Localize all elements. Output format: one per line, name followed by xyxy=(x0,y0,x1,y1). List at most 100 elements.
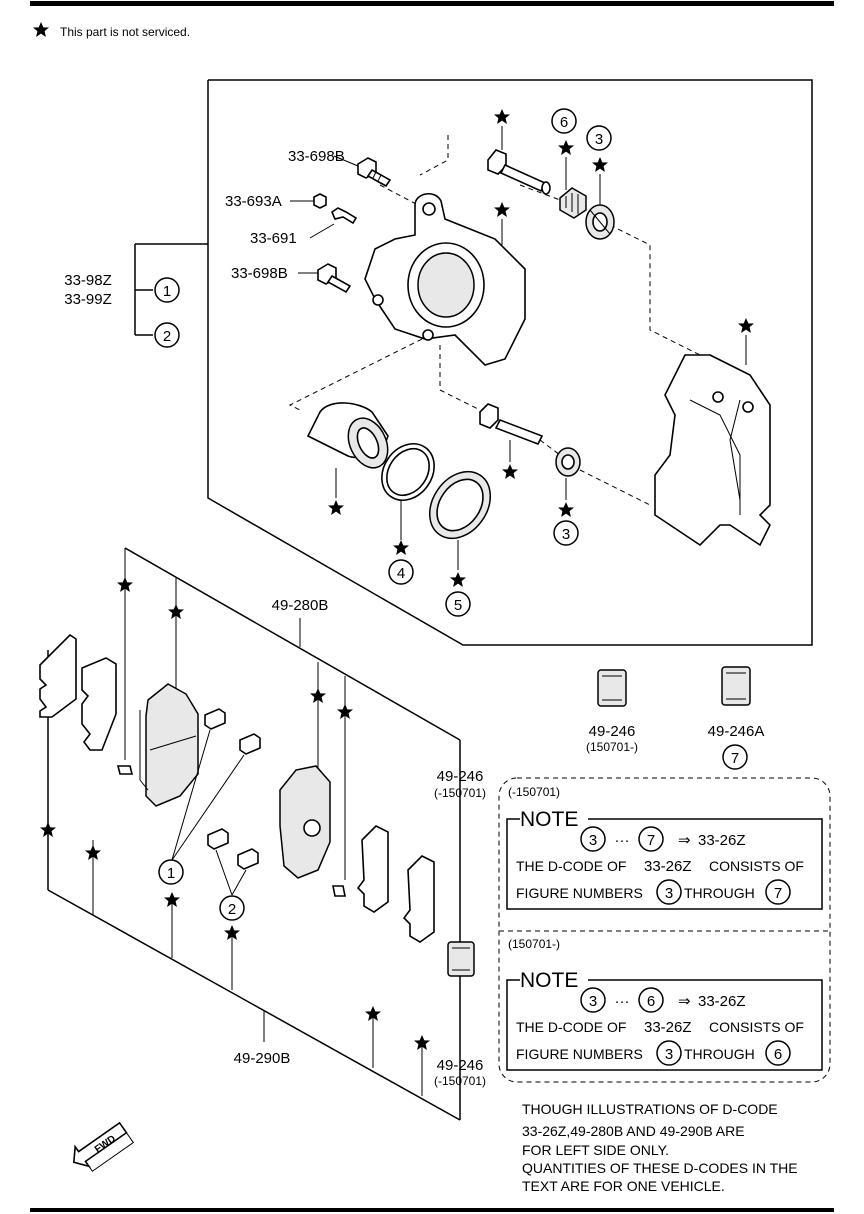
piston-seal-4 xyxy=(381,443,435,501)
inner-shim-front xyxy=(81,657,117,751)
guide-pin-bottom xyxy=(479,403,544,446)
star-icon xyxy=(33,22,49,37)
caliper-stars xyxy=(328,109,754,587)
note-2-line2-from: 3 xyxy=(665,1046,673,1063)
callouts-6-3: 6 3 xyxy=(551,108,612,151)
star-icon xyxy=(592,157,608,172)
note-2: (150701-) NOTE 3 ··· 6 ⇒ 33-26Z THE D-CO… xyxy=(506,937,823,1071)
footnote-line-2: 33-26Z,49-280B AND 49-290B ARE xyxy=(522,1123,745,1139)
bolt-callouts: 33-698B 33-693A 33-691 33-698B xyxy=(225,148,359,282)
note-2-heading: NOTE xyxy=(520,969,578,992)
bleeder-screw xyxy=(331,207,358,225)
callout-caliper-right: 33-99Z xyxy=(64,291,112,308)
top-rule xyxy=(30,1,834,6)
note-1-line1-b: 33-26Z xyxy=(644,858,692,875)
note-2-arrow: ⇒ xyxy=(678,993,691,1010)
fwd-arrow-icon: FWD xyxy=(73,1121,135,1172)
callout-grease-a: 49-246 xyxy=(589,723,636,740)
mounting-bracket xyxy=(654,354,771,547)
note-2-dcode: 33-26Z xyxy=(698,993,746,1010)
star-icon xyxy=(393,540,409,555)
boot-6 xyxy=(559,187,587,219)
legend: This part is not serviced. xyxy=(33,22,190,39)
figure-number-5: 5 xyxy=(454,597,462,614)
caliper-bolt-top xyxy=(357,157,392,188)
callout-grease-a-date: (150701-) xyxy=(586,740,638,754)
wear-indicator xyxy=(116,765,134,775)
bottom-rule xyxy=(30,1208,834,1212)
grease-pack-49-246: 49-246 (150701-) xyxy=(586,669,638,754)
boot-3-low xyxy=(555,447,581,477)
assembly-dash-lines xyxy=(288,135,711,506)
star-icon xyxy=(502,464,518,479)
caliper-bolt-bottom xyxy=(317,263,352,294)
star-icon xyxy=(494,202,510,217)
note-1-heading: NOTE xyxy=(520,808,578,831)
note-2-range-sep: ··· xyxy=(615,993,630,1010)
caliper-assy-callout: 33-98Z 33-99Z 1 2 xyxy=(64,272,180,348)
figure-number-4: 4 xyxy=(397,565,405,582)
figure-number-3-top: 3 xyxy=(595,131,603,148)
footnote-line-1: THOUGH ILLUSTRATIONS OF D-CODE xyxy=(522,1101,778,1117)
figure-number-2-clip: 2 xyxy=(228,901,236,918)
footnote-line-3: FOR LEFT SIDE ONLY. xyxy=(522,1142,669,1158)
callout-grease-low-date: (-150701) xyxy=(434,1074,486,1088)
star-icon xyxy=(494,109,510,124)
piston-boot-5 xyxy=(428,470,492,540)
star-icon xyxy=(328,500,344,515)
bleeder-cap xyxy=(313,193,327,209)
brake-pad-rear xyxy=(279,765,331,879)
note-1-line2-b: THROUGH xyxy=(684,885,755,901)
footnote-line-5: TEXT ARE FOR ONE VEHICLE. xyxy=(522,1178,725,1194)
note-1-dcode: 33-26Z xyxy=(698,832,746,849)
star-icon xyxy=(558,502,574,517)
outer-shim-front xyxy=(39,633,77,718)
footnote-line-4: QUANTITIES OF THESE D-CODES IN THE xyxy=(522,1160,798,1176)
caliper-body xyxy=(364,193,526,366)
pad-kit-frame xyxy=(47,547,461,1121)
grease-pack-pad-section xyxy=(447,941,475,977)
callout-grease-b: 49-246A xyxy=(708,723,765,740)
callout-bolt-bottom: 33-698B xyxy=(231,265,288,282)
callout-caliper-left: 33-98Z xyxy=(64,272,112,289)
note-2-line2-b: THROUGH xyxy=(684,1046,755,1062)
callout-grease-mid-date: (-150701) xyxy=(434,786,486,800)
grease-pack-49-246a: 49-246A 7 xyxy=(708,666,765,770)
callouts-4-5-3: 4 5 3 xyxy=(335,440,579,617)
inner-shims-rear xyxy=(332,825,435,943)
figure-number-3-low: 3 xyxy=(562,526,570,543)
figure-number-6: 6 xyxy=(560,114,568,131)
pad-clips-upper xyxy=(204,708,261,870)
star-icon xyxy=(738,318,754,333)
figure-number-1-shim: 1 xyxy=(167,865,175,882)
piston xyxy=(306,402,389,469)
star-icon xyxy=(558,140,574,155)
callout-pad-kit-front: 49-280B xyxy=(272,597,329,614)
caliper-frame xyxy=(134,79,813,646)
note-2-line1-b: 33-26Z xyxy=(644,1019,692,1036)
note-2-range-end: 6 xyxy=(647,993,655,1010)
callout-grease-mid: 49-246 xyxy=(437,768,484,785)
note-2-line2-to: 6 xyxy=(774,1046,782,1063)
callout-pad-kit-rear: 49-290B xyxy=(234,1050,291,1067)
callout-bleeder-cap: 33-693A xyxy=(225,193,282,210)
star-icon xyxy=(450,572,466,587)
note-1-line2-from: 3 xyxy=(665,885,673,902)
guide-pin-top xyxy=(487,149,551,195)
note-1-line2-a: FIGURE NUMBERS xyxy=(516,885,643,901)
note-1-arrow: ⇒ xyxy=(678,832,691,849)
callout-grease-low: 49-246 xyxy=(437,1057,484,1074)
note-2-line1-c: CONSISTS OF xyxy=(709,1019,804,1035)
boot-3-top xyxy=(585,204,615,240)
pad-stars xyxy=(40,577,430,1050)
note-1-line1-c: CONSISTS OF xyxy=(709,858,804,874)
note-1-line2-to: 7 xyxy=(774,885,782,902)
callout-bolt-top: 33-698B xyxy=(288,148,345,165)
legend-text: This part is not serviced. xyxy=(60,25,190,39)
note-2-line2-a: FIGURE NUMBERS xyxy=(516,1046,643,1062)
callout-bleeder-screw: 33-691 xyxy=(250,230,297,247)
note-2-line1-a: THE D-CODE OF xyxy=(516,1019,626,1035)
note-1-line1-a: THE D-CODE OF xyxy=(516,858,626,874)
callout-lines-1-2: 1 2 xyxy=(158,729,247,921)
